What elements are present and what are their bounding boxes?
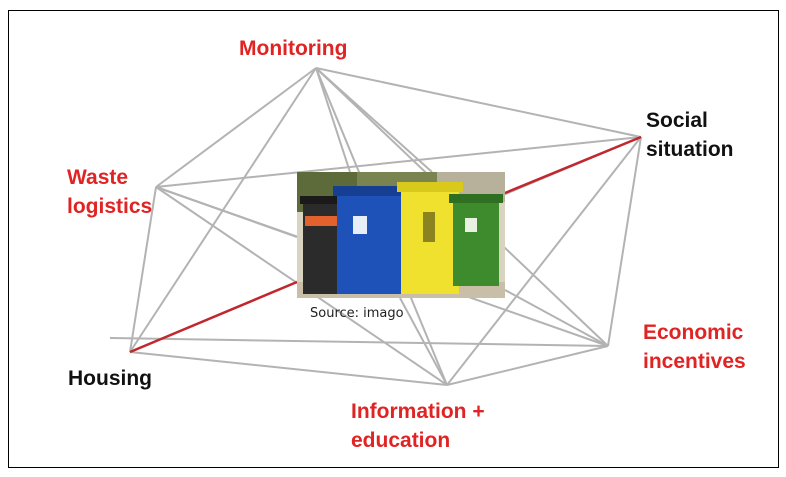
frame-right-border <box>778 10 779 468</box>
edge-housing-info <box>129 351 448 386</box>
edge-highlight-social <box>504 135 642 195</box>
node-waste-label-line2: logistics <box>67 195 153 218</box>
diagram-frame <box>8 10 779 468</box>
edge-monitoring-center <box>315 67 351 173</box>
node-information-education: Information + education <box>351 397 485 455</box>
edge-waste-housing <box>129 186 157 353</box>
node-housing-label: Housing <box>68 367 152 390</box>
node-economic-incentives: Economic incentives <box>643 318 746 376</box>
edge-center-info <box>399 297 448 386</box>
node-economic-label-line2: incentives <box>643 350 746 373</box>
edge-housing-economic <box>109 337 609 347</box>
node-info-label-line1: Information + <box>351 400 485 423</box>
node-economic-label-line1: Economic <box>643 321 744 344</box>
edge-social-economic <box>607 136 642 347</box>
waste-bins-photo <box>297 172 505 298</box>
node-social-label-line1: Social <box>646 109 708 132</box>
edge-waste-social <box>155 136 642 188</box>
node-social-situation: Social situation <box>646 106 734 164</box>
node-housing: Housing <box>68 364 152 393</box>
edge-info-economic <box>446 345 609 386</box>
node-social-label-line2: situation <box>646 138 734 161</box>
edge-center-economic <box>504 289 609 347</box>
node-info-label-line2: education <box>351 429 451 452</box>
node-waste-label-line1: Waste <box>67 166 129 189</box>
node-monitoring: Monitoring <box>239 34 347 63</box>
image-source-caption: Source: imago <box>310 306 404 321</box>
edge-monitoring-social <box>315 67 642 138</box>
edge-monitoring-waste <box>155 67 317 188</box>
edge-highlight-housing <box>129 280 298 354</box>
node-waste-logistics: Waste logistics <box>67 163 152 221</box>
node-monitoring-label: Monitoring <box>239 37 348 60</box>
